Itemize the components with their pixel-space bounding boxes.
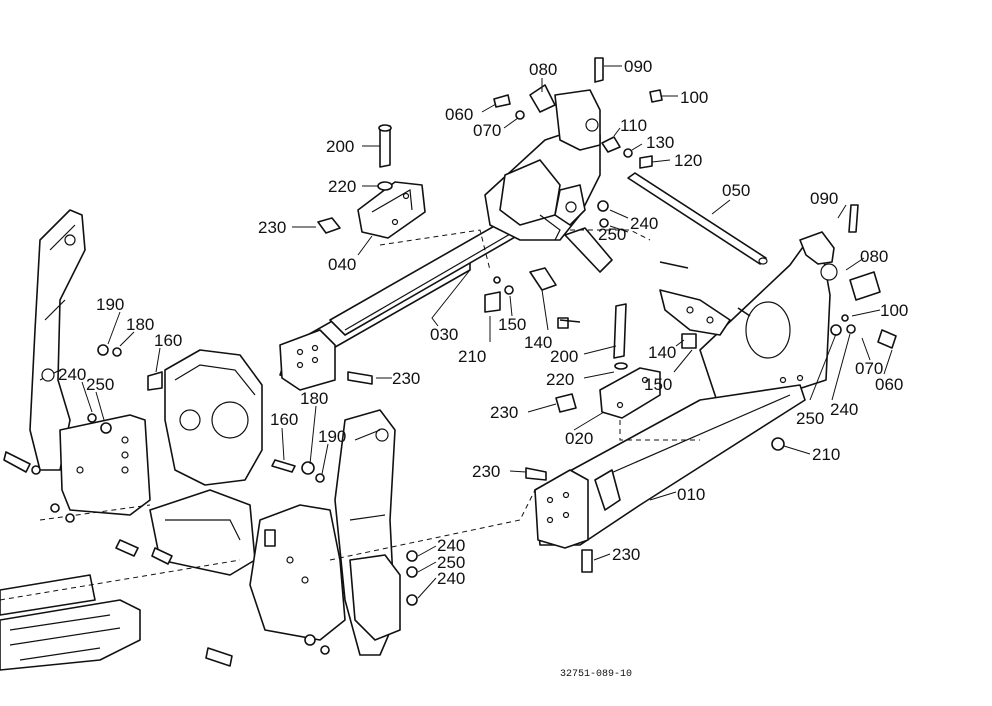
callout-230: 230 <box>612 545 640 564</box>
callout-060: 060 <box>445 105 473 124</box>
callout-220: 220 <box>546 370 574 389</box>
callout-240: 240 <box>630 214 658 233</box>
callout-160: 160 <box>270 410 298 429</box>
callout-040: 040 <box>328 255 356 274</box>
callout-240: 240 <box>58 365 86 384</box>
callout-060: 060 <box>875 375 903 394</box>
callout-250: 250 <box>86 375 114 394</box>
callout-100: 100 <box>880 301 908 320</box>
callout-140: 140 <box>648 343 676 362</box>
callout-140: 140 <box>524 333 552 352</box>
callout-110: 110 <box>620 116 647 135</box>
callout-240: 240 <box>437 569 465 588</box>
callout-240: 240 <box>437 536 465 555</box>
frame-rail-010 <box>534 384 806 549</box>
callout-210: 210 <box>458 347 486 366</box>
callout-030: 030 <box>430 325 458 344</box>
callout-180: 180 <box>126 315 154 334</box>
callout-050: 050 <box>722 181 750 200</box>
callout-150: 150 <box>498 315 526 334</box>
callout-010: 010 <box>677 485 705 504</box>
callout-080: 080 <box>860 247 888 266</box>
callout-090: 090 <box>810 189 838 208</box>
callout-250: 250 <box>437 553 465 572</box>
callout-190: 190 <box>318 427 346 446</box>
rear-upper-bracket <box>484 89 601 241</box>
callout-200: 200 <box>550 347 578 366</box>
callout-240: 240 <box>830 400 858 419</box>
callout-090: 090 <box>624 57 652 76</box>
callout-080: 080 <box>529 60 557 79</box>
callout-120: 120 <box>674 151 702 170</box>
callout-070: 070 <box>473 121 501 140</box>
callout-210: 210 <box>812 445 840 464</box>
callout-020: 020 <box>565 429 593 448</box>
mount-plate-040 <box>357 181 426 239</box>
callout-160: 160 <box>154 331 182 350</box>
callout-230: 230 <box>472 462 500 481</box>
callout-150: 150 <box>644 375 672 394</box>
callout-230: 230 <box>392 369 420 388</box>
callout-230: 230 <box>258 218 286 237</box>
callout-220: 220 <box>328 177 356 196</box>
callout-130: 130 <box>646 133 674 152</box>
right-side-bracket <box>699 231 838 411</box>
leader-lines <box>81 65 893 599</box>
reference-lines <box>0 229 700 601</box>
callout-180: 180 <box>300 389 328 408</box>
callout-250: 250 <box>796 409 824 428</box>
drawing-code: 32751-089-10 <box>560 669 632 680</box>
callout-230: 230 <box>490 403 518 422</box>
callout-070: 070 <box>855 359 883 378</box>
hardware <box>3 57 897 667</box>
center-linkage <box>564 227 731 336</box>
callout-200: 200 <box>326 137 354 156</box>
callout-labels: 080 090 060 070 100 110 130 120 200 220 … <box>58 57 908 588</box>
mount-plate-020 <box>599 367 661 419</box>
callout-100: 100 <box>680 88 708 107</box>
callout-190: 190 <box>96 295 124 314</box>
cross-shaft-050 <box>627 172 768 265</box>
callout-250: 250 <box>598 225 626 244</box>
